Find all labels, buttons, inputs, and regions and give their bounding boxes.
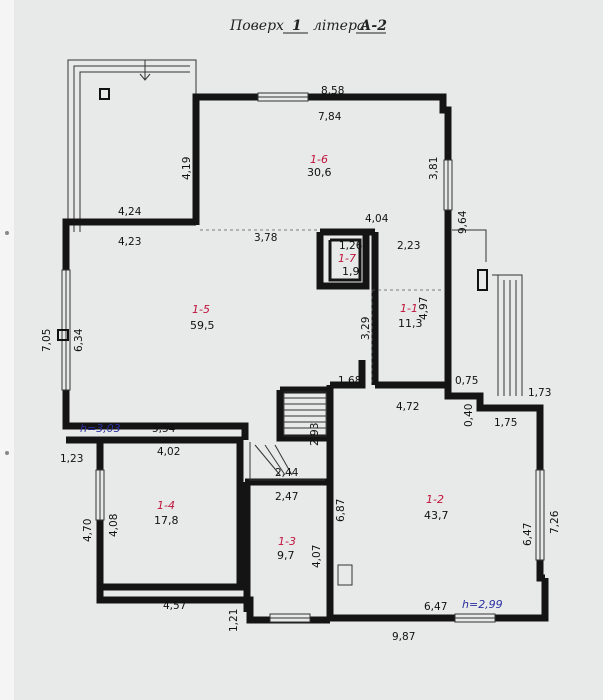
room-1-2-id: 1-2: [426, 493, 444, 506]
dim-label: 2,23: [397, 240, 420, 252]
room-1-6-id: 1-6: [310, 153, 328, 166]
staircase: [249, 391, 327, 481]
room-1-4-id: 1-4: [157, 499, 175, 512]
room-1-7-id: 1-7: [338, 252, 356, 265]
dim-label: 1,68: [338, 375, 361, 387]
dim-label: 4,04: [365, 213, 389, 225]
dim-label: 7,05: [41, 329, 53, 352]
dim-label: 5,54: [152, 423, 176, 435]
dim-label: 9,87: [392, 631, 415, 643]
dim-label: 4,57: [163, 600, 186, 612]
room-1-2-area: 43,7: [424, 509, 449, 522]
dim-label: 0,40: [463, 404, 475, 427]
dim-label: 4,07: [311, 545, 323, 568]
dim-label: 4,23: [118, 236, 141, 248]
dimension-labels: 8,58 7,84 4,19 3,81 4,24 4,23 3,78 4,04 …: [41, 85, 561, 643]
dim-label: 6,87: [335, 499, 347, 522]
room-1-3-area: 9,7: [277, 549, 295, 562]
dim-label: 4,70: [82, 519, 94, 542]
room-1-3-id: 1-3: [278, 535, 296, 548]
windows: [57, 92, 545, 623]
header-mid: літера: [313, 18, 365, 34]
room-1-5-id: 1-5: [192, 303, 210, 316]
room-1-7-area: 1,9: [342, 265, 360, 278]
dim-label: 6,34: [73, 328, 85, 352]
dim-label: 7,84: [318, 111, 342, 123]
dim-label: 1,21: [228, 609, 240, 632]
dim-label: 4,24: [118, 206, 142, 218]
dim-label: 4,02: [157, 446, 180, 458]
dim-label: 3,78: [254, 232, 277, 244]
dim-label: 7,26: [549, 510, 561, 534]
sheet-header: Поверх 1 літера А-2: [229, 18, 387, 34]
chimney-square: [99, 88, 110, 100]
height-note-left: h=3,03: [80, 422, 121, 435]
header-prefix: Поверх: [229, 18, 284, 34]
room-1-1-id: 1-1: [400, 302, 418, 315]
dim-label: 8,58: [321, 85, 344, 97]
height-note-right: h=2,99: [462, 598, 503, 611]
dim-label: 2,93: [309, 423, 321, 446]
dim-label: 9,64: [457, 210, 469, 234]
dim-label: 1,26: [339, 240, 363, 252]
room-1-5-area: 59,5: [190, 319, 215, 332]
dim-label: 4,97: [418, 297, 430, 320]
header-floor: 1: [292, 18, 302, 34]
dim-label: 0,75: [455, 375, 478, 387]
terrace-right: [452, 229, 523, 396]
dim-label: 6,47: [424, 601, 447, 613]
dim-label: 1,75: [494, 417, 517, 429]
dim-label: 6,47: [522, 523, 534, 546]
binder-hole: [5, 231, 9, 235]
dim-label: 4,19: [181, 157, 193, 180]
binder-hole: [5, 451, 9, 455]
dim-label: 1,73: [528, 387, 551, 399]
dim-label: 4,08: [108, 514, 120, 537]
dim-label: 4,72: [396, 401, 419, 413]
dim-label: 2,47: [275, 491, 298, 503]
paper-left-edge: [0, 0, 14, 700]
dim-label: 1,23: [60, 453, 83, 465]
room-1-6-area: 30,6: [307, 166, 332, 179]
header-letter: А-2: [359, 18, 387, 34]
room-labels: 1-6 30,6 1-5 59,5 1-7 1,9 1-1 11,3 1-4 1…: [154, 153, 449, 562]
room-1-4-area: 17,8: [154, 514, 179, 527]
room-1-1-area: 11,3: [398, 317, 423, 330]
dim-label: 3,29: [360, 317, 372, 340]
dim-label: 2,44: [275, 467, 299, 479]
dim-label: 3,81: [428, 157, 440, 180]
terrace-top-left: [67, 59, 197, 232]
